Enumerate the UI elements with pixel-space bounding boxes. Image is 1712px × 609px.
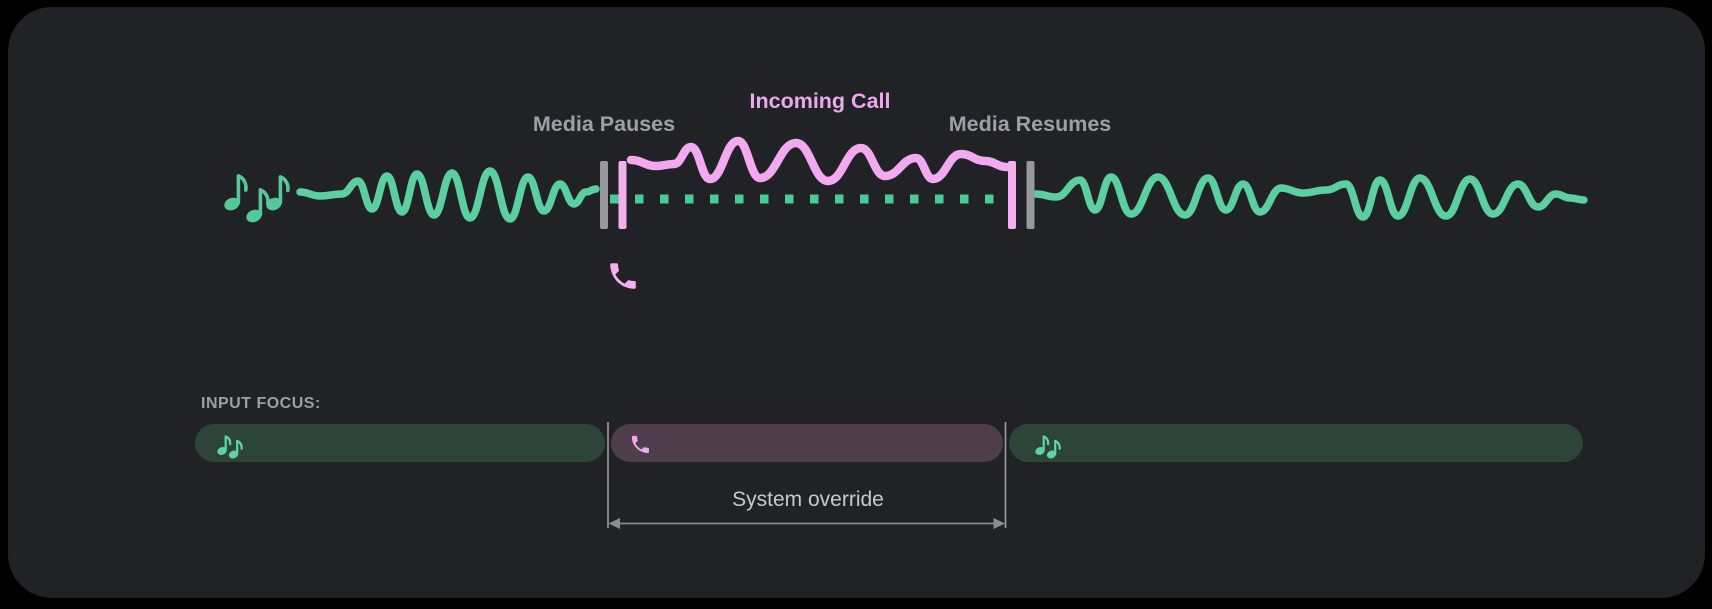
resume-marker-gray-bar <box>1026 161 1035 229</box>
resume-marker-pink-bar <box>1008 161 1016 229</box>
phone-icon <box>610 263 636 289</box>
system-override-label: System override <box>732 488 884 511</box>
pause-marker-gray-bar <box>600 161 608 229</box>
media-waveform-after <box>1032 173 1588 221</box>
media-waveform-before <box>296 167 600 223</box>
focus-bar-media-before <box>195 424 605 462</box>
music-notes-icon <box>224 174 290 223</box>
system-override-arrow <box>608 518 1005 529</box>
input-focus-label: INPUT FOCUS: <box>201 395 321 412</box>
diagram-card: Media Pauses Incoming Call Media Resumes… <box>8 7 1705 598</box>
focus-bar-media-after <box>1009 424 1583 462</box>
incoming-call-label: Incoming Call <box>749 89 891 113</box>
media-resumes-label: Media Resumes <box>948 112 1112 136</box>
media-pauses-label: Media Pauses <box>532 112 676 136</box>
pause-marker-pink-bar <box>618 161 627 229</box>
call-waveform <box>626 136 1012 186</box>
focus-bar-incoming-call <box>611 424 1003 462</box>
